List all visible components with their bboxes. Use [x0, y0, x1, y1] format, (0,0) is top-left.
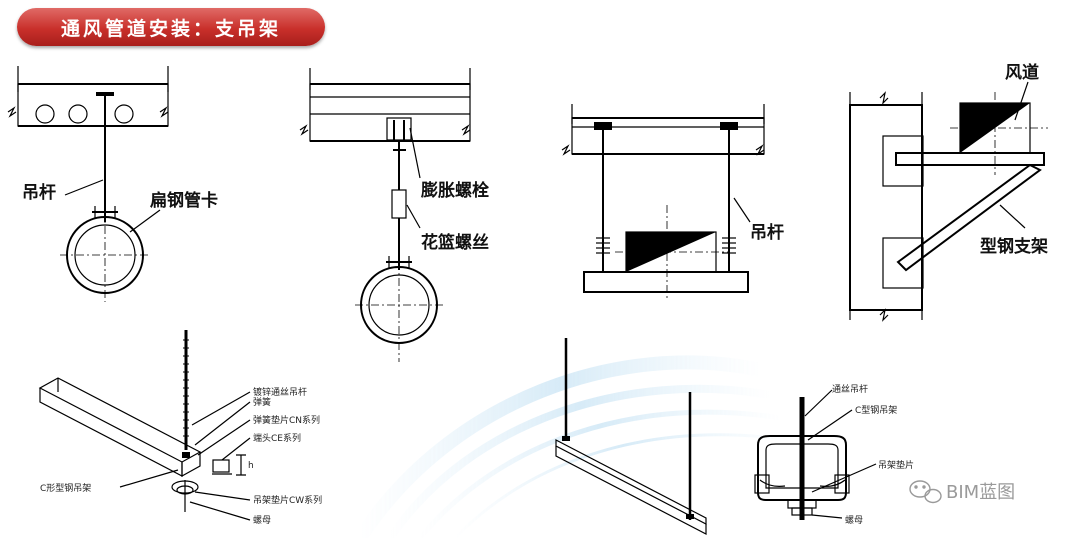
label-hanger-rod-1: 吊杆: [22, 183, 56, 203]
watermark-text: BIM蓝图: [946, 482, 1015, 503]
label-c-channel-hanger: C形型钢吊架: [40, 482, 91, 494]
label-nut-2: 螺母: [845, 515, 863, 526]
diagram-expansion-bolt-hanger: 膨胀螺栓 花篮螺丝: [299, 68, 489, 362]
label-spring-washer: 弹簧垫片CN系列: [253, 414, 320, 426]
label-steel-bracket: 型钢支架: [980, 236, 1048, 257]
steel-brace: [896, 163, 1042, 272]
label-end-cap: 端头CE系列: [253, 432, 301, 444]
label-c-channel-2: C型钢吊架: [855, 404, 897, 416]
diagram-trapeze-hanger: [555, 338, 707, 535]
diagram-c-channel-section: 通丝吊杆 C型钢吊架 吊架垫片 螺母: [754, 383, 914, 526]
steel-arm: [895, 152, 1045, 166]
trapeze-channel: [555, 439, 707, 525]
background-swoosh: [354, 355, 791, 538]
watermark: BIM蓝图: [909, 480, 1015, 504]
label-air-duct: 风道: [1005, 62, 1039, 83]
label-hanger-rod-2: 吊杆: [750, 223, 784, 243]
label-bracket-washer: 吊架垫片: [878, 459, 914, 471]
label-flat-steel-clamp: 扁钢管卡: [150, 190, 218, 211]
wall-section: [849, 104, 923, 311]
diagram-c-channel-isometric: 镀锌通丝吊杆 弹簧 弹簧垫片CN系列 端头CE系列 h C形型钢吊架 吊架垫片C…: [38, 330, 322, 526]
label-bracket-washer-cw: 吊架垫片CW系列: [253, 494, 322, 506]
support-plate: [583, 271, 749, 293]
concrete-slab-2: [309, 83, 471, 142]
title-banner: 通风管道安装：支吊架: [17, 8, 325, 46]
diagram-double-rod-duct-hanger: 吊杆: [561, 104, 784, 300]
label-nut-1: 螺母: [253, 515, 271, 526]
label-turnbuckle: 花篮螺丝: [421, 232, 489, 253]
label-spring: 弹簧: [253, 396, 271, 408]
diagram-wall-bracket: 风道 型钢支架: [849, 62, 1048, 322]
label-expansion-bolt: 膨胀螺栓: [421, 180, 489, 201]
diagram-pipe-clamp-hanger: 吊杆 扁钢管卡: [7, 66, 218, 302]
turnbuckle: [391, 189, 407, 219]
concrete-slab: [17, 83, 169, 127]
wechat-icon: [909, 480, 942, 504]
label-galv-rod: 镀锌通丝吊杆: [253, 386, 307, 398]
label-h-mark: h: [248, 461, 254, 471]
page-title: 通风管道安装：支吊架: [60, 17, 281, 40]
end-cap-part: [212, 459, 230, 473]
label-threaded-rod: 通丝吊杆: [832, 383, 868, 395]
